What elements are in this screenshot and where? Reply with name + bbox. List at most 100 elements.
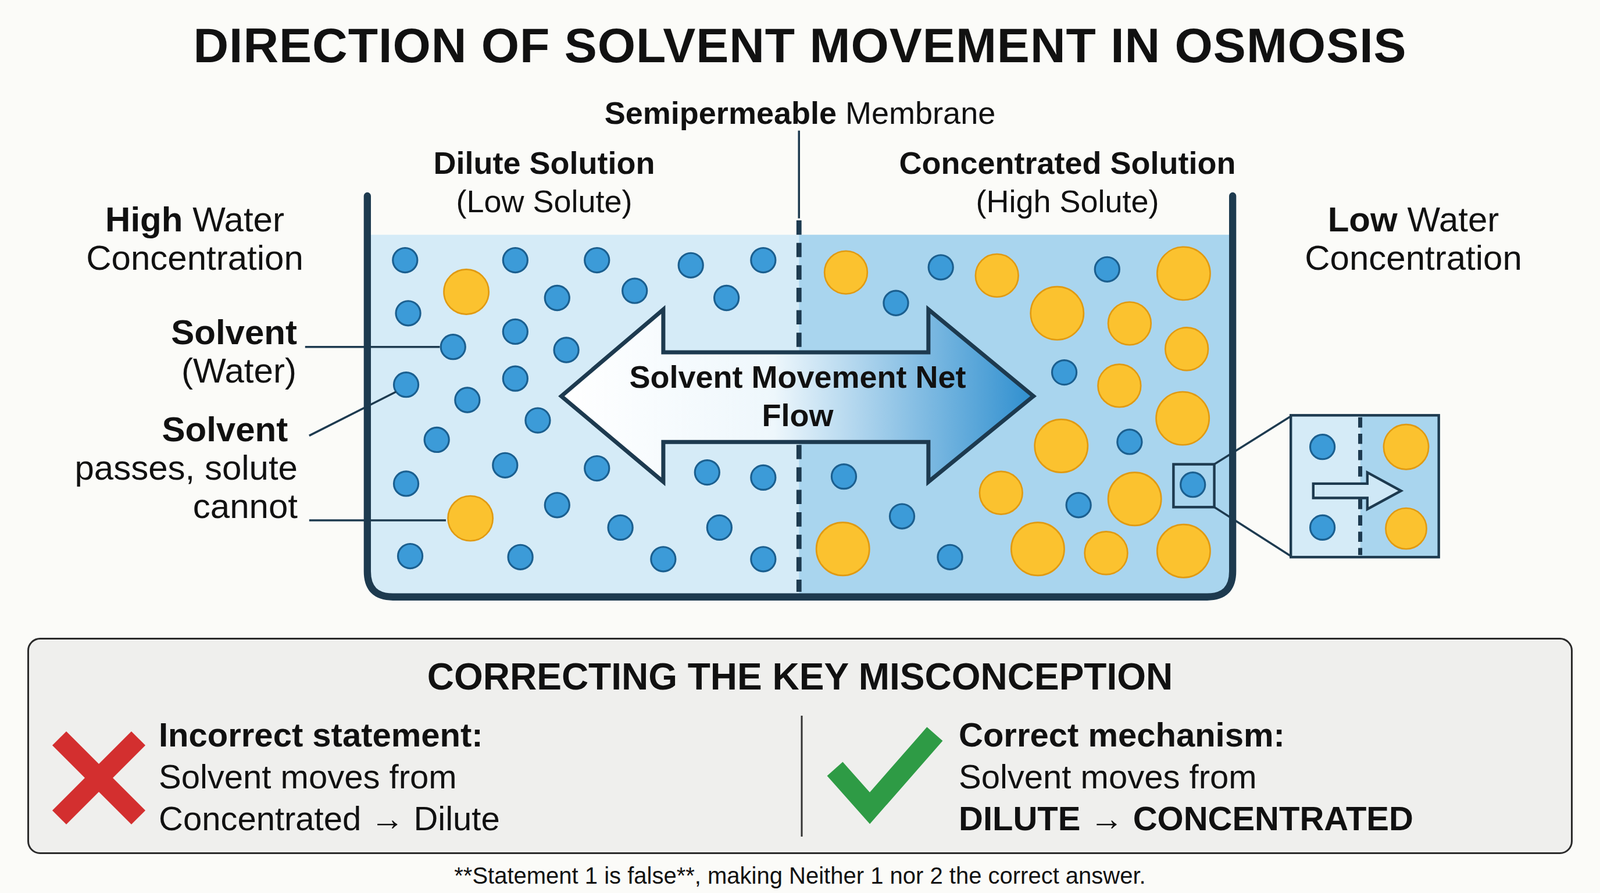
- solvent-particle: [393, 247, 418, 273]
- node-text: Solvent moves from: [158, 755, 787, 798]
- solute-particle: [447, 495, 493, 541]
- misconception-panel: CORRECTING THE KEY MISCONCEPTION Incorrec…: [27, 637, 1573, 855]
- solute-particle: [1034, 419, 1088, 473]
- double-arrow-shape: [559, 306, 1036, 485]
- node-heading: Solvent Movement Net Flow: [623, 357, 973, 435]
- label-group: LowWater Concentration: [1279, 200, 1548, 278]
- label-strong: Solvent: [30, 410, 288, 449]
- solute-particle: [1385, 508, 1427, 549]
- solvent-particle: [751, 247, 776, 273]
- solvent-particle: [694, 460, 720, 485]
- solute-particle: [1108, 472, 1162, 526]
- leader-line: [309, 391, 396, 436]
- solute-particle: [824, 251, 868, 295]
- solvent-particle: [651, 547, 676, 572]
- solvent-particle: [440, 334, 466, 360]
- membrane-leader: [797, 130, 800, 219]
- solvent-particle: [928, 255, 953, 280]
- solvent-particle: [584, 247, 610, 273]
- solvent-particle: [622, 278, 648, 303]
- node-text: (High Solute): [863, 181, 1271, 221]
- solute-particle: [1011, 522, 1064, 576]
- solvent-particle: [395, 301, 421, 326]
- beaker: [367, 195, 1233, 598]
- solvent-particle: [608, 515, 633, 540]
- solvent-particle: [883, 290, 909, 316]
- label-group: Solventpasses, solute cannot: [30, 410, 298, 526]
- node-heading: Incorrect statement:: [158, 713, 787, 756]
- label-strong: Low: [1327, 200, 1398, 239]
- solute-particle: [1156, 524, 1210, 578]
- solvent-particle: [1094, 256, 1120, 282]
- solvent-particle: [1310, 515, 1335, 540]
- cross-mark: [59, 738, 139, 818]
- net-flow-arrow: Solvent Movement Net Flow: [559, 306, 1036, 485]
- title: DIRECTION OF SOLVENT MOVEMENT IN OSMOSIS: [0, 16, 1600, 75]
- zoom-line: [1214, 506, 1292, 556]
- solvent-particle: [1180, 472, 1206, 498]
- solute-particle: [443, 269, 489, 314]
- solvent-particle: [393, 471, 419, 496]
- node-heading: Concentrated Solution: [863, 143, 1271, 182]
- node-text: DILUTE → CONCENTRATED: [958, 797, 1564, 840]
- solvent-particle: [397, 543, 423, 569]
- solvent-particle: [678, 252, 703, 278]
- solute-particle: [816, 522, 870, 576]
- solvent-particle: [424, 427, 449, 452]
- solvent-particle: [584, 456, 610, 481]
- solvent-particle: [502, 319, 528, 344]
- solute-particle: [1097, 364, 1141, 408]
- solvent-particle: [525, 408, 550, 433]
- label-group: HighWater Concentration: [61, 200, 329, 278]
- divider: [801, 715, 803, 837]
- solvent-particle: [393, 372, 419, 398]
- solvent-particle: [706, 515, 732, 540]
- solvent-particle: [544, 285, 570, 310]
- solute-particle: [1084, 531, 1128, 575]
- leader-line: [305, 345, 441, 349]
- solvent-particle: [455, 387, 480, 413]
- label-strong: Semipermeable: [604, 95, 837, 131]
- node-text: Solvent moves from: [958, 755, 1564, 798]
- solvent-particle: [751, 547, 776, 572]
- solute-particle: [1108, 302, 1152, 346]
- solvent-particle: [889, 504, 914, 529]
- label-group: Solvent(Water): [151, 313, 327, 391]
- label: Membrane: [845, 95, 996, 131]
- node-text: (Low Solute): [367, 181, 721, 221]
- solute-particle: [1165, 327, 1209, 371]
- solute-particle: [1156, 391, 1210, 445]
- solvent-particle: [937, 544, 963, 570]
- solvent-particle: [502, 366, 528, 391]
- node-heading: Dilute Solution: [367, 143, 721, 182]
- solvent-particle: [544, 493, 570, 518]
- solvent-particle: [554, 337, 579, 363]
- label: (Water): [151, 351, 327, 391]
- caption: **Statement 1 is false**, making Neither…: [0, 861, 1600, 890]
- solute-particle: [1156, 247, 1210, 300]
- leader-line: [309, 519, 446, 522]
- check-mark: [841, 741, 928, 809]
- solvent-particle: [508, 544, 533, 570]
- inset-frame: [1290, 415, 1439, 557]
- label-strong: Solvent: [151, 313, 317, 352]
- solvent-particle: [502, 247, 528, 273]
- solvent-particle: [1117, 429, 1142, 455]
- node-heading: CORRECTING THE KEY MISCONCEPTION: [29, 654, 1571, 699]
- label-strong: High: [105, 200, 183, 239]
- zoom-line: [1214, 416, 1292, 464]
- node-heading: Correct mechanism:: [958, 713, 1564, 756]
- zoom-marker: [1173, 464, 1214, 508]
- solvent-particle: [1310, 434, 1335, 460]
- zoom-inset: [1173, 415, 1439, 557]
- incorrect-statement: Incorrect statement:Solvent moves fromCo…: [158, 713, 787, 845]
- inset-arrow: [1313, 472, 1402, 510]
- solute-particle: [1030, 286, 1084, 340]
- correct-mechanism: Correct mechanism:Solvent moves fromDILU…: [958, 713, 1564, 845]
- solvent-particle: [1052, 360, 1077, 385]
- solute-particle: [975, 254, 1019, 298]
- label: passes, solute cannot: [74, 448, 298, 526]
- solvent-particle: [831, 464, 856, 489]
- graphic-part: [305, 130, 1439, 598]
